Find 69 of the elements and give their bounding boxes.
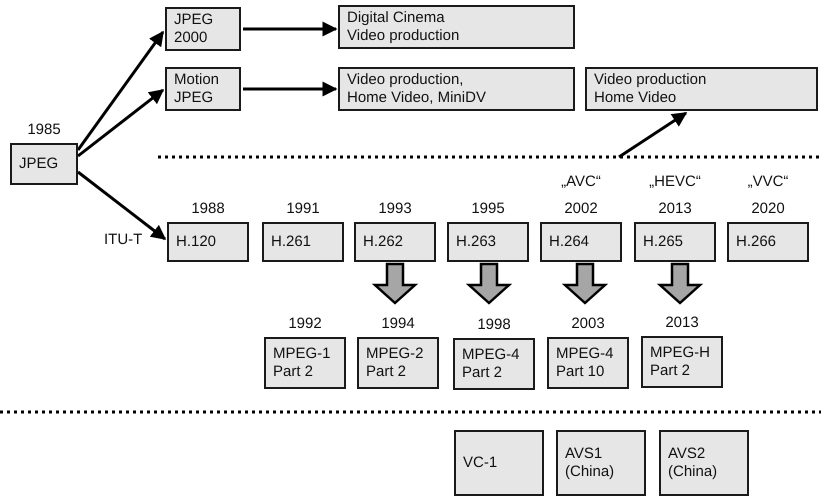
codec-box	[357, 337, 439, 389]
node-label: Digital Cinema Video production	[347, 9, 460, 45]
block-arrow	[466, 262, 512, 305]
codec-box	[547, 337, 629, 389]
node-label: Video production, Home Video, MiniDV	[347, 71, 487, 107]
node-label: JPEG 2000	[174, 11, 214, 47]
codec-box	[727, 222, 809, 262]
node-label: VC-1	[463, 454, 498, 472]
node-label: H.265	[643, 233, 684, 251]
node-label: MPEG-1 Part 2	[273, 345, 332, 381]
codec-box	[264, 337, 346, 389]
codec-box	[354, 222, 436, 262]
node-label: JPEG	[19, 155, 60, 173]
row-label: ITU-T	[104, 231, 142, 249]
codec-box	[641, 336, 723, 388]
arrow	[243, 82, 338, 96]
node-label: MPEG-4 Part 10	[556, 345, 615, 381]
year-label: 1985	[27, 121, 61, 139]
codec-box	[167, 222, 249, 262]
year-label: 1992	[288, 315, 322, 333]
name-label: „HEVC“	[649, 173, 701, 191]
codec-box	[165, 7, 241, 51]
codec-box	[453, 338, 535, 390]
year-label: 1994	[381, 315, 415, 333]
node-label: H.120	[176, 233, 218, 251]
block-arrow	[562, 262, 608, 305]
arrow	[618, 112, 688, 158]
year-label: 2013	[658, 200, 692, 218]
codec-box	[556, 430, 646, 496]
year-label: 1991	[286, 200, 320, 218]
codec-box	[262, 222, 344, 262]
node-label: H.262	[363, 233, 404, 251]
year-label: 1998	[477, 316, 511, 334]
codec-box	[10, 143, 78, 185]
codec-box	[540, 222, 622, 262]
year-label: 2020	[751, 200, 785, 218]
year-label: 1993	[378, 200, 412, 218]
arrow	[76, 30, 164, 151]
codec-box	[659, 430, 749, 496]
year-label: 2003	[571, 315, 605, 333]
block-arrow	[656, 262, 704, 305]
node-label: MPEG-4 Part 2	[462, 346, 521, 382]
block-arrow	[372, 262, 418, 305]
node-label: AVS1 (China)	[565, 445, 616, 481]
codec-box	[338, 67, 575, 111]
codec-box	[585, 67, 818, 111]
codec-box	[447, 222, 529, 262]
year-label: 1995	[471, 200, 505, 218]
year-label: 2013	[665, 314, 699, 332]
node-label: H.263	[456, 233, 498, 251]
node-label: AVS2 (China)	[668, 445, 718, 481]
codec-box	[165, 67, 241, 111]
node-label: Motion JPEG	[174, 71, 220, 107]
year-label: 2002	[564, 200, 598, 218]
node-label: H.264	[549, 233, 590, 251]
name-label: „AVC“	[561, 173, 601, 191]
year-label: 1988	[191, 200, 225, 218]
name-label: „VVC“	[748, 173, 788, 191]
codec-box	[338, 5, 575, 49]
codec-box	[634, 222, 716, 262]
node-label: MPEG-H Part 2	[650, 344, 711, 380]
arrow	[243, 22, 338, 36]
arrow	[77, 88, 164, 158]
node-label: H.261	[271, 233, 312, 251]
codec-box	[454, 430, 544, 496]
node-label: Video production Home Video	[594, 71, 708, 107]
node-label: MPEG-2 Part 2	[366, 345, 425, 381]
arrow	[77, 170, 166, 240]
node-label: H.266	[736, 233, 778, 251]
